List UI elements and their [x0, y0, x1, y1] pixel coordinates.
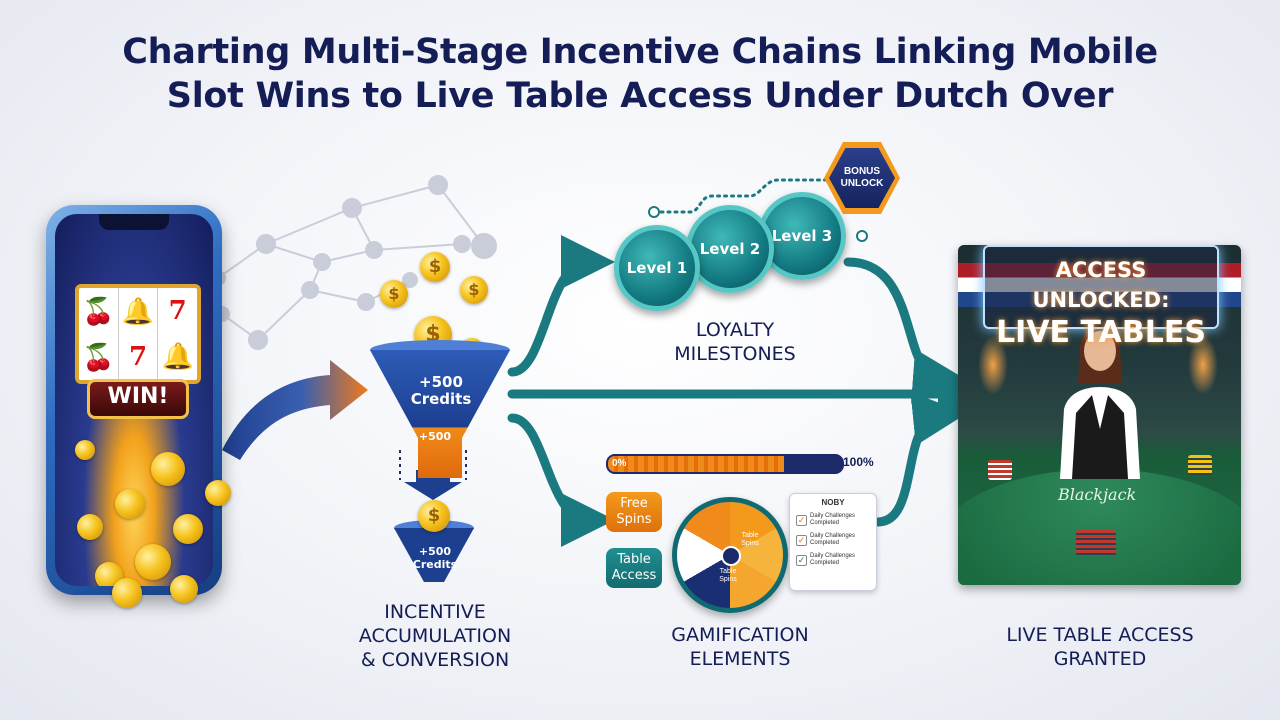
check-icon: ✓ — [796, 534, 807, 546]
wheel-label: Table Spins — [741, 532, 759, 547]
loyalty-label-line: LOYALTY — [695, 319, 775, 341]
daily-checklist: NOBY ✓Daily Challenges Completed ✓Daily … — [789, 493, 877, 591]
checklist-item-label: Daily Challenges Completed — [810, 533, 856, 546]
gamification-label-line: GAMIFICATION — [671, 624, 809, 646]
wheel-hub — [721, 546, 741, 566]
win-badge: WIN! — [87, 379, 189, 419]
flow-arrow-gamification-to-live — [873, 391, 967, 527]
background-light — [1188, 335, 1218, 395]
seven-icon: 7 — [168, 295, 187, 326]
funnel-bottom-amount: +500 — [418, 545, 452, 558]
bell-icon: 🔔 — [161, 341, 194, 372]
coin-icon: $ — [418, 500, 450, 532]
live-access-label: LIVE TABLE ACCESS GRANTED — [970, 623, 1230, 671]
coin-icon — [205, 480, 231, 506]
chip-stack — [988, 460, 1012, 480]
network-graph — [210, 175, 497, 350]
incentive-label-line: ACCUMULATION — [358, 625, 512, 647]
progress-start-label: 0% — [612, 458, 627, 469]
level-3-badge: Level 3 — [758, 192, 846, 280]
coin-icon — [173, 514, 203, 544]
funnel-mid-amount: +500 — [418, 430, 452, 443]
level-1-badge: Level 1 — [614, 225, 700, 311]
live-label-line: GRANTED — [1053, 648, 1147, 670]
slot-reel: 🔔7 — [119, 288, 159, 380]
funnel-top-unit: Credits — [410, 390, 472, 408]
checklist-item-label: Daily Challenges Completed — [810, 553, 856, 566]
title-line-2: Slot Wins to Live Table Access Under Dut… — [166, 76, 1114, 116]
slot-reel: 7🔔 — [158, 288, 197, 380]
loyalty-label-line: MILESTONES — [674, 343, 796, 365]
blackjack-table — [958, 469, 1241, 585]
chip-stack — [1188, 455, 1212, 475]
access-headline: ACCESS UNLOCKED: — [1032, 258, 1170, 312]
dealer-figure — [1060, 326, 1140, 479]
incentive-label-line: & CONVERSION — [360, 649, 510, 671]
funnel-top — [370, 340, 510, 478]
incentive-label-line: INCENTIVE — [384, 601, 486, 623]
gamification-label: GAMIFICATION ELEMENTS — [640, 623, 840, 671]
coin-icon: $ — [380, 280, 408, 308]
funnel-dotted-connector — [399, 450, 467, 480]
access-unlocked-banner: ACCESS UNLOCKED: LIVE TABLES — [983, 245, 1219, 350]
seven-icon: 7 — [128, 342, 148, 373]
bell-icon: 🔔 — [121, 295, 155, 326]
chip-stack — [1076, 530, 1116, 556]
table-access-chip: Table Access — [606, 548, 662, 588]
coin-icon — [112, 578, 142, 608]
coin-icon — [77, 514, 103, 540]
background-light — [978, 335, 1008, 395]
slot-reels: 🍒🍒 🔔7 7🔔 — [75, 284, 201, 384]
bonus-line: BONUS — [843, 166, 881, 177]
checklist-item-label: Daily Challenges Completed — [810, 513, 856, 526]
progress-bar: 0% — [606, 454, 844, 474]
coin-icon: $ — [460, 276, 488, 304]
funnel-bottom-text: +500 Credits — [400, 545, 470, 571]
bonus-line: UNLOCK — [840, 178, 884, 189]
cherry-icon: 🍒 — [82, 295, 115, 326]
flow-arrow-loyalty-to-live — [843, 257, 967, 403]
table-text: Blackjack — [1058, 485, 1137, 504]
coin-icon — [75, 440, 95, 460]
checklist-item: ✓Daily Challenges Completed — [796, 513, 872, 527]
access-subheadline: LIVE TABLES — [996, 315, 1206, 350]
coin-icon — [115, 489, 145, 519]
free-spins-chip: Free Spins — [606, 492, 662, 532]
coin-icon — [135, 544, 171, 580]
title-line-1: Charting Multi-Stage Incentive Chains Li… — [122, 32, 1158, 72]
mobile-phone: 🍒🍒 🔔7 7🔔 WIN! — [46, 205, 222, 595]
prize-wheel: Table Spins Table Spins — [672, 497, 788, 613]
live-label-line: LIVE TABLE ACCESS — [1006, 624, 1194, 646]
coin-icon — [170, 575, 198, 603]
coin-icon: $ — [420, 252, 450, 282]
page-title: Charting Multi-Stage Incentive Chains Li… — [0, 30, 1280, 118]
loyalty-label: LOYALTY MILESTONES — [640, 318, 830, 366]
funnel-bottom-unit: Credits — [412, 558, 458, 571]
progress-end-label: 100% — [843, 455, 874, 469]
check-icon: ✓ — [796, 514, 807, 526]
coin-icon — [151, 452, 185, 486]
cherry-icon: 🍒 — [82, 341, 115, 372]
progress-fill — [608, 456, 784, 472]
checklist-item: ✓Daily Challenges Completed — [796, 553, 872, 567]
funnel-top-amount: +500 — [419, 373, 463, 391]
slot-reel: 🍒🍒 — [79, 288, 119, 380]
gamification-label-line: ELEMENTS — [689, 648, 791, 670]
phone-screen: 🍒🍒 🔔7 7🔔 WIN! — [55, 214, 213, 586]
level-2-badge: Level 2 — [686, 205, 774, 293]
flow-arrow-to-gamification — [507, 413, 615, 547]
incentive-label: INCENTIVE ACCUMULATION & CONVERSION — [340, 600, 530, 672]
live-table-scene: Blackjack ACCESS UNLOCKED: LIVE TABLES — [958, 245, 1241, 585]
checklist-title: NOBY — [821, 498, 845, 507]
flow-arrow-to-loyalty — [507, 235, 615, 377]
wheel-label: Table Spins — [719, 568, 737, 583]
checklist-item: ✓Daily Challenges Completed — [796, 533, 872, 547]
phone-to-funnel-arrow — [222, 360, 368, 460]
check-icon: ✓ — [796, 554, 807, 566]
milestone-dotted-line — [652, 178, 832, 214]
funnel-top-text: +500 Credits — [376, 374, 506, 408]
phone-notch — [99, 214, 169, 230]
